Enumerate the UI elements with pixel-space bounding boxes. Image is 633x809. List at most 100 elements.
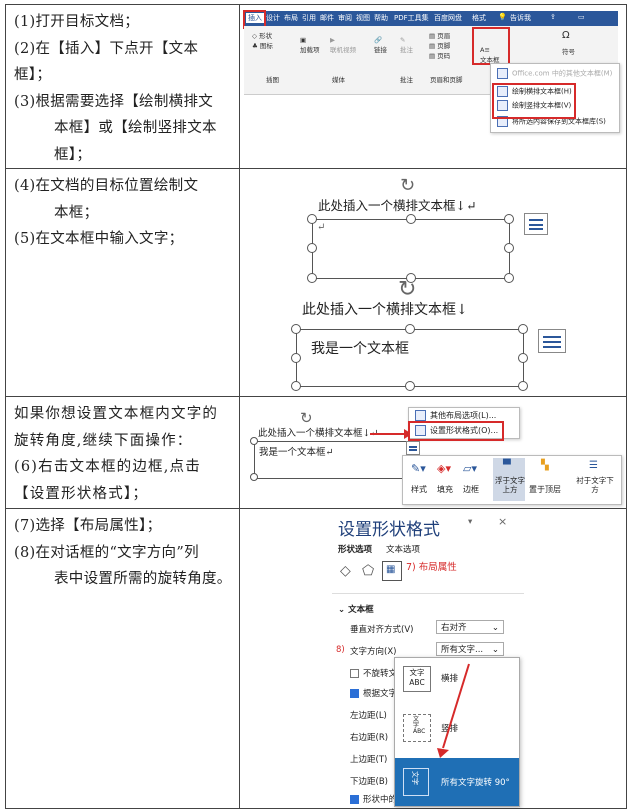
layout-properties-button[interactable]: ▦ bbox=[382, 561, 402, 581]
section-textbox[interactable]: ⌄ 文本框 bbox=[338, 605, 374, 615]
layout-options-icon[interactable] bbox=[406, 441, 420, 455]
text-direction-select[interactable]: 所有文字...⌄ bbox=[436, 642, 504, 656]
resize-checkbox[interactable]: 根据文字 bbox=[350, 687, 397, 699]
shape-button[interactable]: ◇ 形状 bbox=[252, 32, 273, 40]
resize-handle[interactable] bbox=[307, 214, 317, 224]
comment-icon[interactable]: ▭ bbox=[578, 13, 585, 21]
fill-icon[interactable]: ◈▾ bbox=[437, 462, 451, 475]
wrap-front-button[interactable]: ▀ 浮于文字上方 bbox=[493, 458, 525, 501]
tab-mailings[interactable]: 邮件 bbox=[320, 14, 334, 22]
footer-button[interactable]: ▤ 页脚 bbox=[429, 42, 451, 50]
mini-outline-button[interactable]: 边框 bbox=[463, 485, 479, 494]
resize-handle[interactable] bbox=[307, 243, 317, 253]
tab-pdf[interactable]: PDF工具集 bbox=[394, 14, 429, 22]
wrap-checkbox[interactable]: 形状中的 bbox=[350, 793, 397, 805]
addin-button[interactable]: ▣加载项 bbox=[300, 36, 320, 54]
tab-shape-options[interactable]: 形状选项 bbox=[338, 545, 373, 555]
pane-title: 设置形状格式 bbox=[338, 520, 440, 540]
menu-draw-horizontal[interactable]: 绘制横排文本框(H) bbox=[497, 86, 572, 97]
icon-button[interactable]: ♣ 图标 bbox=[252, 42, 273, 50]
resize-handle[interactable] bbox=[518, 324, 528, 334]
resize-handle[interactable] bbox=[250, 437, 258, 445]
resize-handle[interactable] bbox=[406, 214, 416, 224]
resize-handle[interactable] bbox=[291, 324, 301, 334]
tab-format[interactable]: 格式 bbox=[472, 14, 486, 22]
filled-textbox[interactable]: 我是一个文本框 bbox=[296, 329, 524, 387]
menu-office-more[interactable]: Office.com 中的其他文本框(M) bbox=[497, 68, 612, 79]
resize-handle[interactable] bbox=[504, 273, 514, 283]
menu-save-selection[interactable]: 将所选内容保存到文本框库(S) bbox=[497, 116, 606, 127]
tab-baidu[interactable]: 百度网盘 bbox=[434, 14, 462, 22]
close-icon[interactable]: × bbox=[498, 515, 508, 528]
tab-references[interactable]: 引用 bbox=[302, 14, 316, 22]
resize-handle[interactable] bbox=[518, 353, 528, 363]
pagenum-button[interactable]: ▤ 页码 bbox=[429, 52, 451, 60]
draw-options-highlight bbox=[492, 83, 576, 119]
layout-options-icon[interactable] bbox=[538, 329, 566, 353]
tab-layout[interactable]: 布局 bbox=[284, 14, 298, 22]
online-video-button[interactable]: ▶联机视频 bbox=[330, 36, 356, 54]
resize-handle[interactable] bbox=[291, 353, 301, 363]
link-button[interactable]: 🔗链接 bbox=[374, 36, 387, 54]
context-textbox[interactable]: 我是一个文本框↵ bbox=[254, 441, 410, 479]
tab-tellme[interactable]: 告诉我 bbox=[510, 14, 531, 22]
menu-draw-vertical[interactable]: 绘制竖排文本框(V) bbox=[497, 100, 571, 111]
tab-insert[interactable]: 插入 bbox=[246, 13, 264, 23]
resize-handle[interactable] bbox=[518, 381, 528, 391]
layout-options-icon[interactable] bbox=[524, 213, 548, 235]
tab-help[interactable]: 帮助 bbox=[374, 14, 388, 22]
textbox-icon bbox=[497, 86, 508, 97]
effects-icon[interactable]: ⬠ bbox=[362, 563, 375, 579]
option-rotate-90[interactable]: 文字 所有文字旋转 90° bbox=[395, 758, 519, 806]
wrap-behind-icon: ☰ bbox=[589, 460, 598, 471]
resize-handle[interactable] bbox=[405, 381, 415, 391]
step-line: 框】； bbox=[54, 146, 92, 163]
resize-handle[interactable] bbox=[291, 381, 301, 391]
style-icon[interactable]: ✎▾ bbox=[411, 462, 426, 475]
rotate-handle-icon[interactable]: ↻ bbox=[398, 277, 417, 302]
symbol-button[interactable]: 符号 bbox=[562, 48, 575, 56]
ribbon-tab-bar: 插入 设计 布局 引用 邮件 审阅 视图 帮助 PDF工具集 百度网盘 格式 💡… bbox=[244, 11, 618, 26]
context-menu: 其他布局选项(L)... 设置形状格式(O)... bbox=[408, 407, 520, 439]
resize-handle[interactable] bbox=[307, 273, 317, 283]
resize-handle[interactable] bbox=[504, 243, 514, 253]
outline-icon[interactable]: ▱▾ bbox=[463, 462, 477, 475]
step-line: (4)在文档的目标位置绘制文 bbox=[14, 178, 199, 194]
chevron-down-icon[interactable]: ▾ bbox=[468, 517, 473, 527]
bring-to-front-button[interactable]: 置于顶层 bbox=[529, 485, 561, 494]
text-direction-options: 文字ABC 横排 文字ABC 竖排 文字 所有文字旋转 90° bbox=[394, 657, 520, 807]
textbox-icon bbox=[497, 116, 508, 127]
tab-review[interactable]: 审阅 bbox=[338, 14, 352, 22]
caption-text: 此处插入一个横排文本框↓↵ bbox=[258, 428, 379, 439]
valign-label: 垂直对齐方式(V) bbox=[350, 625, 414, 635]
valign-select[interactable]: 右对齐⌄ bbox=[436, 620, 504, 634]
rotate-handle-icon[interactable]: ↻ bbox=[400, 175, 416, 196]
share-icon[interactable]: ⇪ bbox=[550, 13, 556, 21]
tab-view[interactable]: 视图 bbox=[356, 14, 370, 22]
menu-more-layout[interactable]: 其他布局选项(L)... bbox=[415, 410, 496, 421]
mini-fill-button[interactable]: 填充 bbox=[437, 485, 453, 494]
step-line: (6)右击文本框的边框,点击 bbox=[14, 459, 201, 475]
empty-textbox[interactable]: ↵ bbox=[312, 219, 510, 279]
no-rotate-checkbox[interactable]: 不旋转文 bbox=[350, 667, 397, 679]
resize-handle[interactable] bbox=[504, 214, 514, 224]
resize-handle[interactable] bbox=[405, 324, 415, 334]
tab-text-options[interactable]: 文本选项 bbox=[386, 545, 421, 555]
textbox-button[interactable]: A≡文本框 bbox=[480, 46, 500, 64]
tab-design[interactable]: 设计 bbox=[266, 14, 280, 22]
fill-line-icon[interactable]: ◇ bbox=[340, 563, 351, 579]
option-horizontal[interactable]: 横排 bbox=[441, 674, 459, 684]
instruction-table: (1)打开目标文档； (2)在【插入】下点开【文本框】； (3)根据需要选择【绘… bbox=[5, 4, 627, 809]
rotate-handle-icon[interactable]: ↻ bbox=[300, 409, 313, 427]
group-media: 媒体 bbox=[332, 76, 345, 84]
resize-handle[interactable] bbox=[250, 473, 258, 481]
comment-button[interactable]: ✎批注 bbox=[400, 36, 413, 54]
resize-handle[interactable] bbox=[406, 273, 416, 283]
ribbon-screenshot-cell: 插入 设计 布局 引用 邮件 审阅 视图 帮助 PDF工具集 百度网盘 格式 💡… bbox=[239, 4, 627, 169]
textbox-content: 我是一个文本框↵ bbox=[259, 447, 334, 458]
menu-format-shape[interactable]: 设置形状格式(O)... bbox=[415, 425, 498, 436]
header-button[interactable]: ▤ 页眉 bbox=[429, 32, 451, 40]
mini-style-button[interactable]: 样式 bbox=[411, 485, 427, 494]
wrap-behind-button[interactable]: 衬于文字下方 bbox=[576, 476, 614, 494]
step-line: (5)在文本框中输入文字； bbox=[14, 231, 184, 247]
